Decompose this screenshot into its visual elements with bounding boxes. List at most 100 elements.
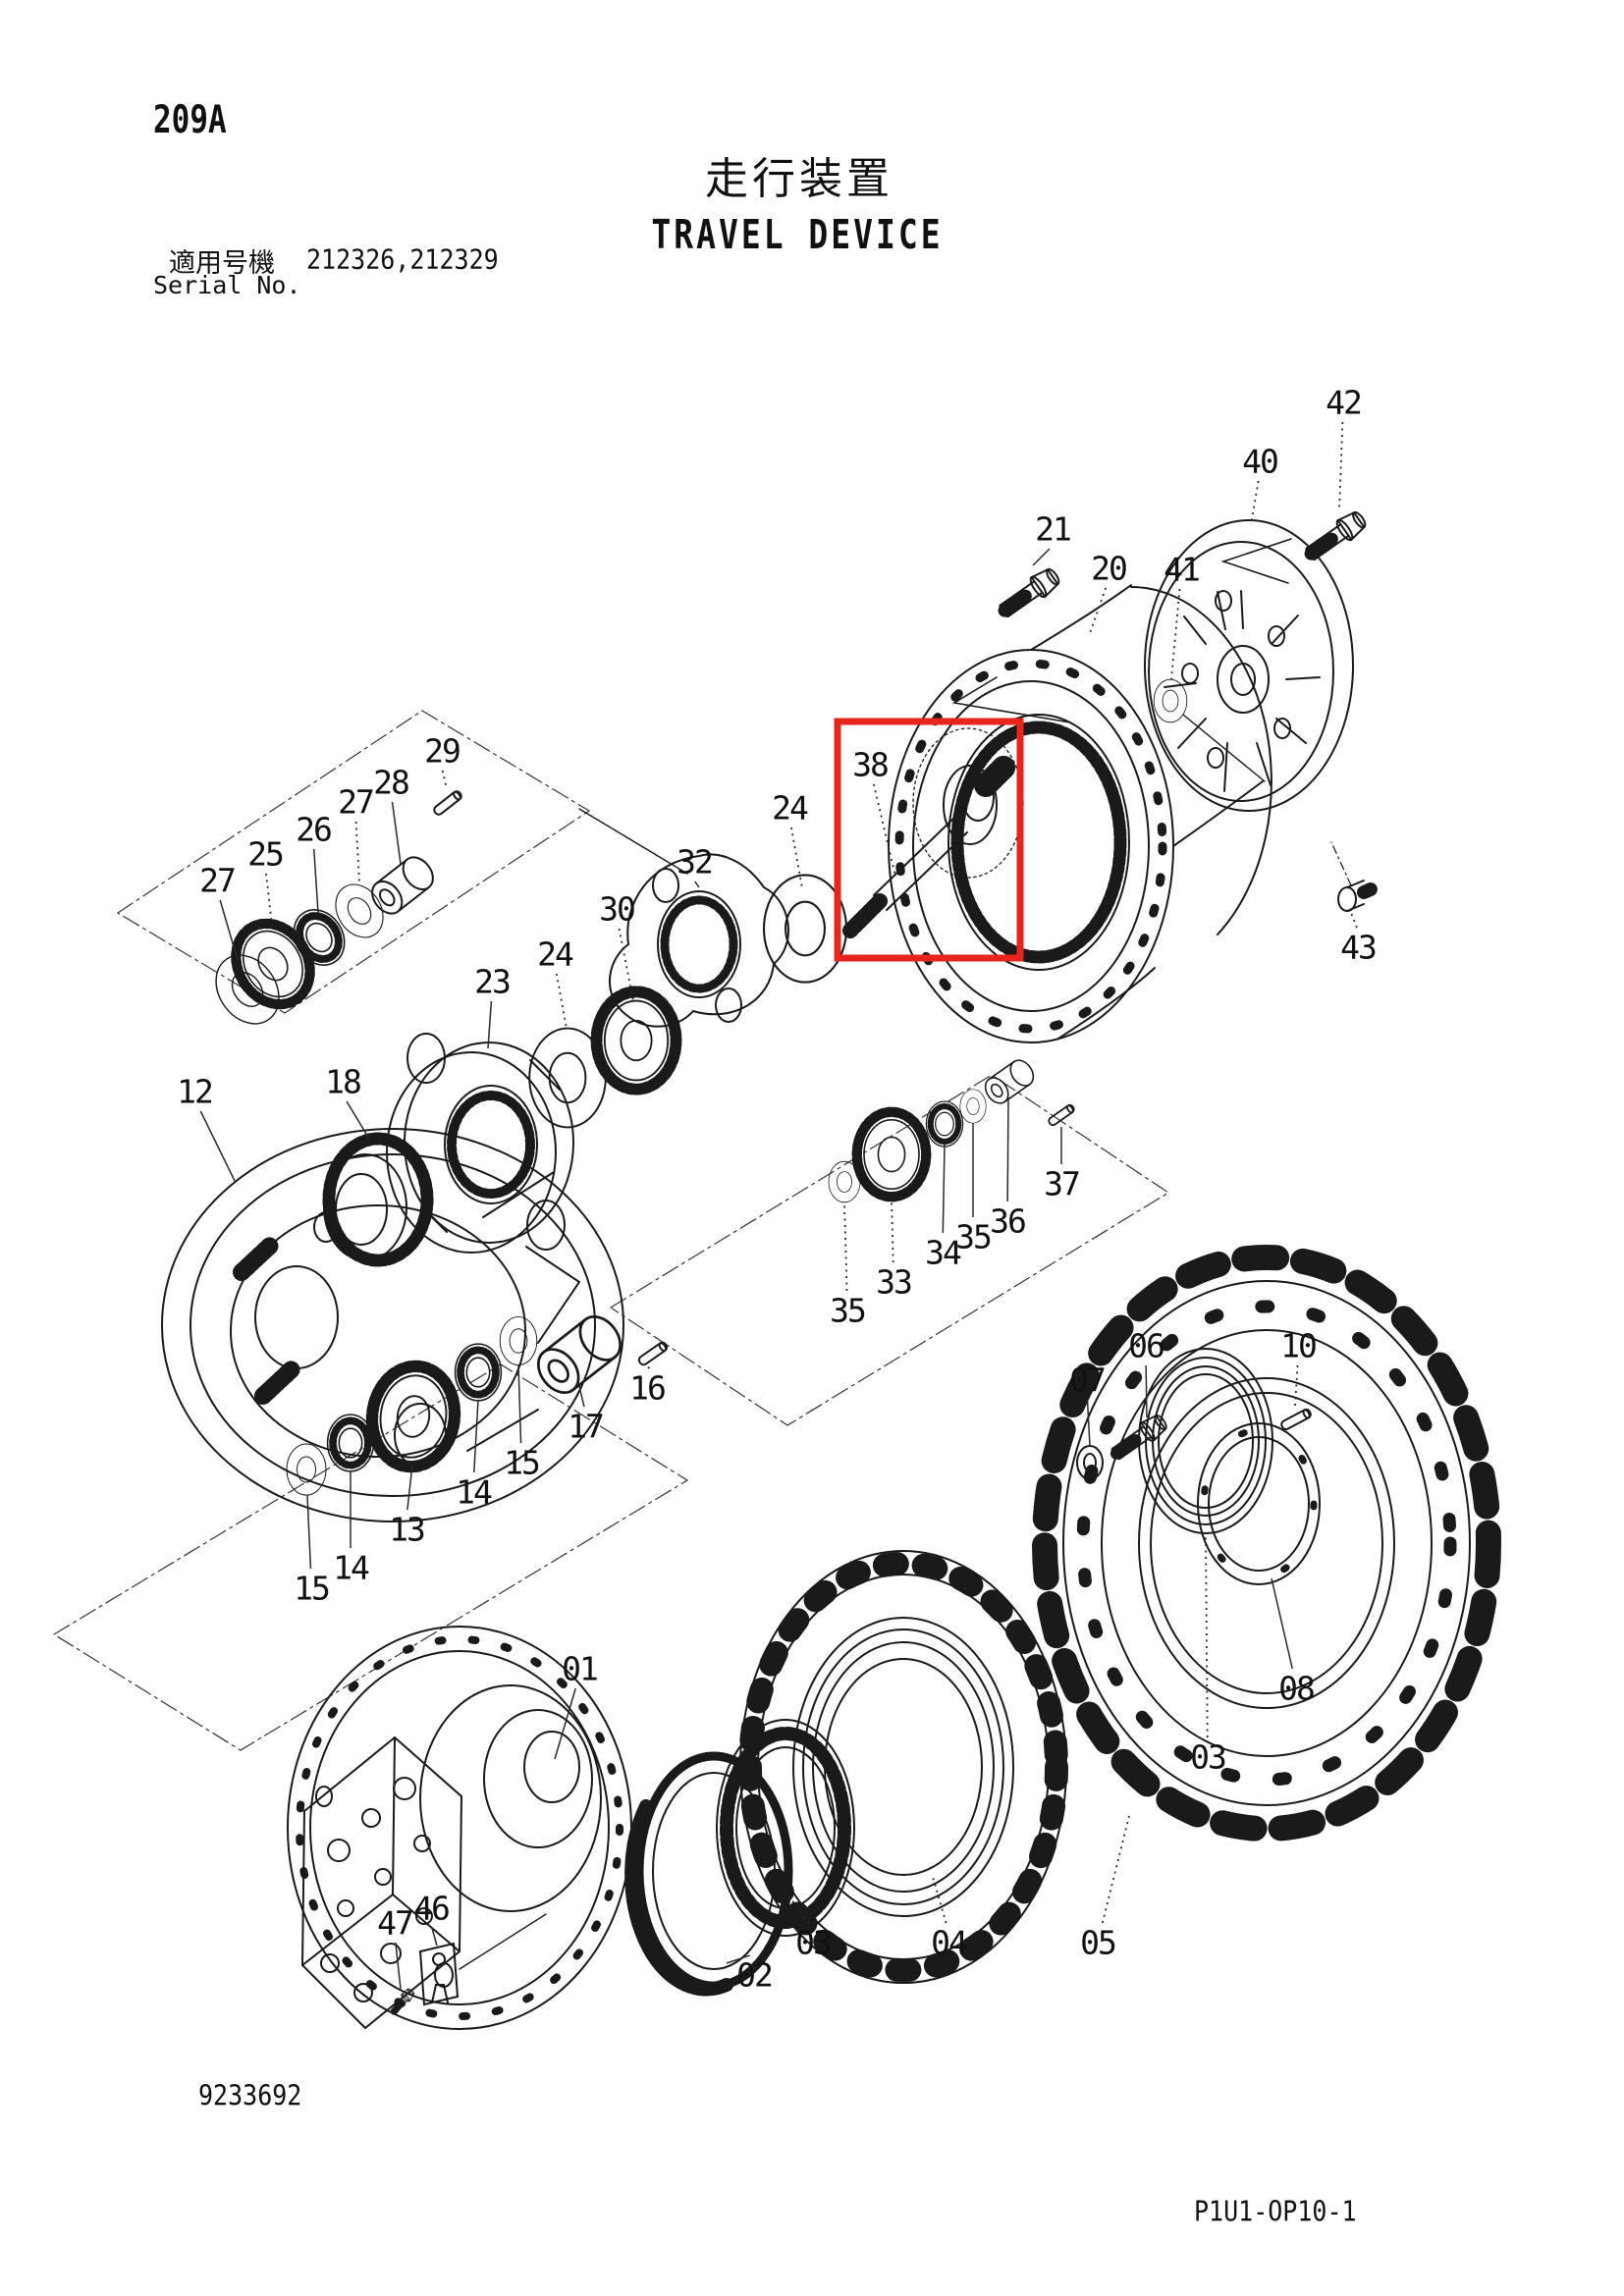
- part-28-bushing-drawing: [364, 850, 441, 921]
- part-42-bolt-drawing: [1302, 508, 1370, 565]
- part-label-18: 18: [325, 1063, 360, 1101]
- part-label-23: 23: [474, 963, 510, 1001]
- part-16-pin-drawing: [636, 1340, 670, 1367]
- applicable-serial-label-ja: 適用号機: [169, 248, 275, 279]
- part-05-sprocket-drawing: [1032, 1245, 1501, 1842]
- leader-part-28: [391, 801, 402, 865]
- part-label-12: 12: [177, 1073, 212, 1111]
- part-33-gear-drawing: [857, 1112, 926, 1197]
- part-label-05: 05: [1080, 1924, 1115, 1962]
- part-12-carrier-drawing: [161, 1128, 624, 1522]
- plane-connector-line: [578, 808, 688, 875]
- part-label-10: 10: [1280, 1327, 1316, 1365]
- part-label-27: 27: [338, 783, 373, 822]
- part-label-32: 32: [677, 843, 712, 881]
- part-04-hub-drawing: [738, 1550, 1068, 1984]
- leader-part-25: [265, 873, 273, 927]
- leader-part-40: [1250, 480, 1260, 526]
- leader-part-15: [517, 1363, 522, 1444]
- highlight-box-part-38: [834, 718, 1024, 962]
- doc-number: 209A: [153, 98, 227, 142]
- part-15-washer-drawing: [499, 1316, 538, 1365]
- assembly-plane-upper: [116, 710, 591, 1014]
- part-label-38: 38: [852, 746, 888, 784]
- leader-part-24: [790, 827, 803, 889]
- part-label-07: 07: [1069, 1362, 1105, 1400]
- part-label-15: 15: [504, 1444, 539, 1482]
- leader-part-43: [1350, 912, 1358, 929]
- leader-part-34: [942, 1144, 946, 1234]
- part-label-13: 13: [389, 1511, 424, 1549]
- part-01-travel-motor-drawing: [287, 1626, 632, 2030]
- leader-part-04: [932, 1876, 947, 1924]
- part-10-pin-drawing: [1278, 1407, 1314, 1432]
- part-label-06: 06: [1128, 1327, 1164, 1365]
- part-label-24: 24: [772, 789, 808, 828]
- leader-part-17: [577, 1381, 585, 1408]
- line-art-layer: [52, 508, 1501, 2030]
- part-label-15: 15: [294, 1570, 329, 1608]
- part-15-washer-left-drawing: [286, 1443, 327, 1496]
- seal-41-guide-line: [1182, 714, 1266, 782]
- leader-part-15: [306, 1494, 312, 1570]
- part-label-35: 35: [830, 1292, 865, 1330]
- serial-no-label: Serial No.: [153, 271, 301, 299]
- leader-part-16: [647, 1363, 654, 1369]
- leader-part-10: [1294, 1364, 1299, 1407]
- leader-part-42: [1338, 421, 1344, 511]
- part-label-14: 14: [456, 1473, 492, 1512]
- part-20-ring-gear-drawing: [888, 584, 1272, 1043]
- leader-part-01: [554, 1687, 576, 1760]
- leader-part-05: [1101, 1815, 1130, 1924]
- part-label-47: 47: [377, 1904, 412, 1943]
- part-label-43: 43: [1340, 929, 1376, 967]
- leader-part-13: [406, 1464, 413, 1511]
- part-46-plate-drawing: [418, 1913, 547, 2006]
- leader-part-41: [1170, 588, 1181, 680]
- leader-part-03: [1205, 1532, 1209, 1738]
- part-label-04: 04: [931, 1924, 967, 1962]
- leader-part-24: [555, 973, 568, 1030]
- part-03-ring-drawing: [1138, 1348, 1273, 1534]
- leader-part-21: [1032, 548, 1051, 566]
- part-label-46: 46: [413, 1890, 449, 1928]
- part-30-gear-drawing: [597, 991, 677, 1089]
- part-label-29: 29: [424, 732, 460, 771]
- part-26-needle-bearing-drawing: [284, 900, 354, 975]
- leader-part-06: [1145, 1364, 1148, 1418]
- leader-part-47: [395, 1942, 402, 1990]
- part-label-40: 40: [1242, 443, 1277, 481]
- bolt-42-chevron: [1220, 538, 1292, 584]
- part-label-20: 20: [1091, 550, 1126, 588]
- part-24-washer2-drawing: [528, 1027, 607, 1129]
- part-43-plug-drawing: [1330, 841, 1378, 912]
- part-34-needle-bearing-drawing: [926, 1101, 962, 1147]
- part-label-08: 08: [1278, 1670, 1314, 1708]
- part-label-03: 03: [795, 1924, 831, 1962]
- part-label-35: 35: [955, 1218, 991, 1256]
- part-label-27: 27: [199, 862, 235, 900]
- part-label-01: 01: [562, 1650, 597, 1688]
- part-label-28: 28: [373, 764, 408, 802]
- leader-part-32: [694, 881, 700, 888]
- applicable-serial-numbers: 212326,212329: [306, 243, 499, 275]
- part-02-seal-ring-drawing: [624, 1751, 793, 1997]
- part-label-41: 41: [1164, 551, 1199, 589]
- part-label-16: 16: [629, 1369, 665, 1408]
- leader-part-08: [1271, 1577, 1293, 1670]
- leader-part-02: [726, 1954, 751, 1964]
- part-35-washer-drawing: [959, 1089, 987, 1124]
- leader-part-35: [843, 1201, 848, 1292]
- part-label-03: 03: [1190, 1738, 1225, 1777]
- part-label-02: 02: [736, 1956, 772, 1995]
- part-13-gear-drawing: [365, 1361, 460, 1471]
- bolt-21-chevron: [951, 676, 1071, 723]
- part-21-bolt-drawing: [996, 565, 1063, 622]
- part-label-24: 24: [537, 935, 573, 974]
- leader-part-27: [219, 899, 239, 961]
- part-40-cover-drawing: [1144, 519, 1354, 812]
- part-14-needle-bearing-drawing: [456, 1344, 502, 1401]
- leader-part-20: [1089, 587, 1107, 634]
- part-18-coupling-drawing: [322, 1132, 434, 1267]
